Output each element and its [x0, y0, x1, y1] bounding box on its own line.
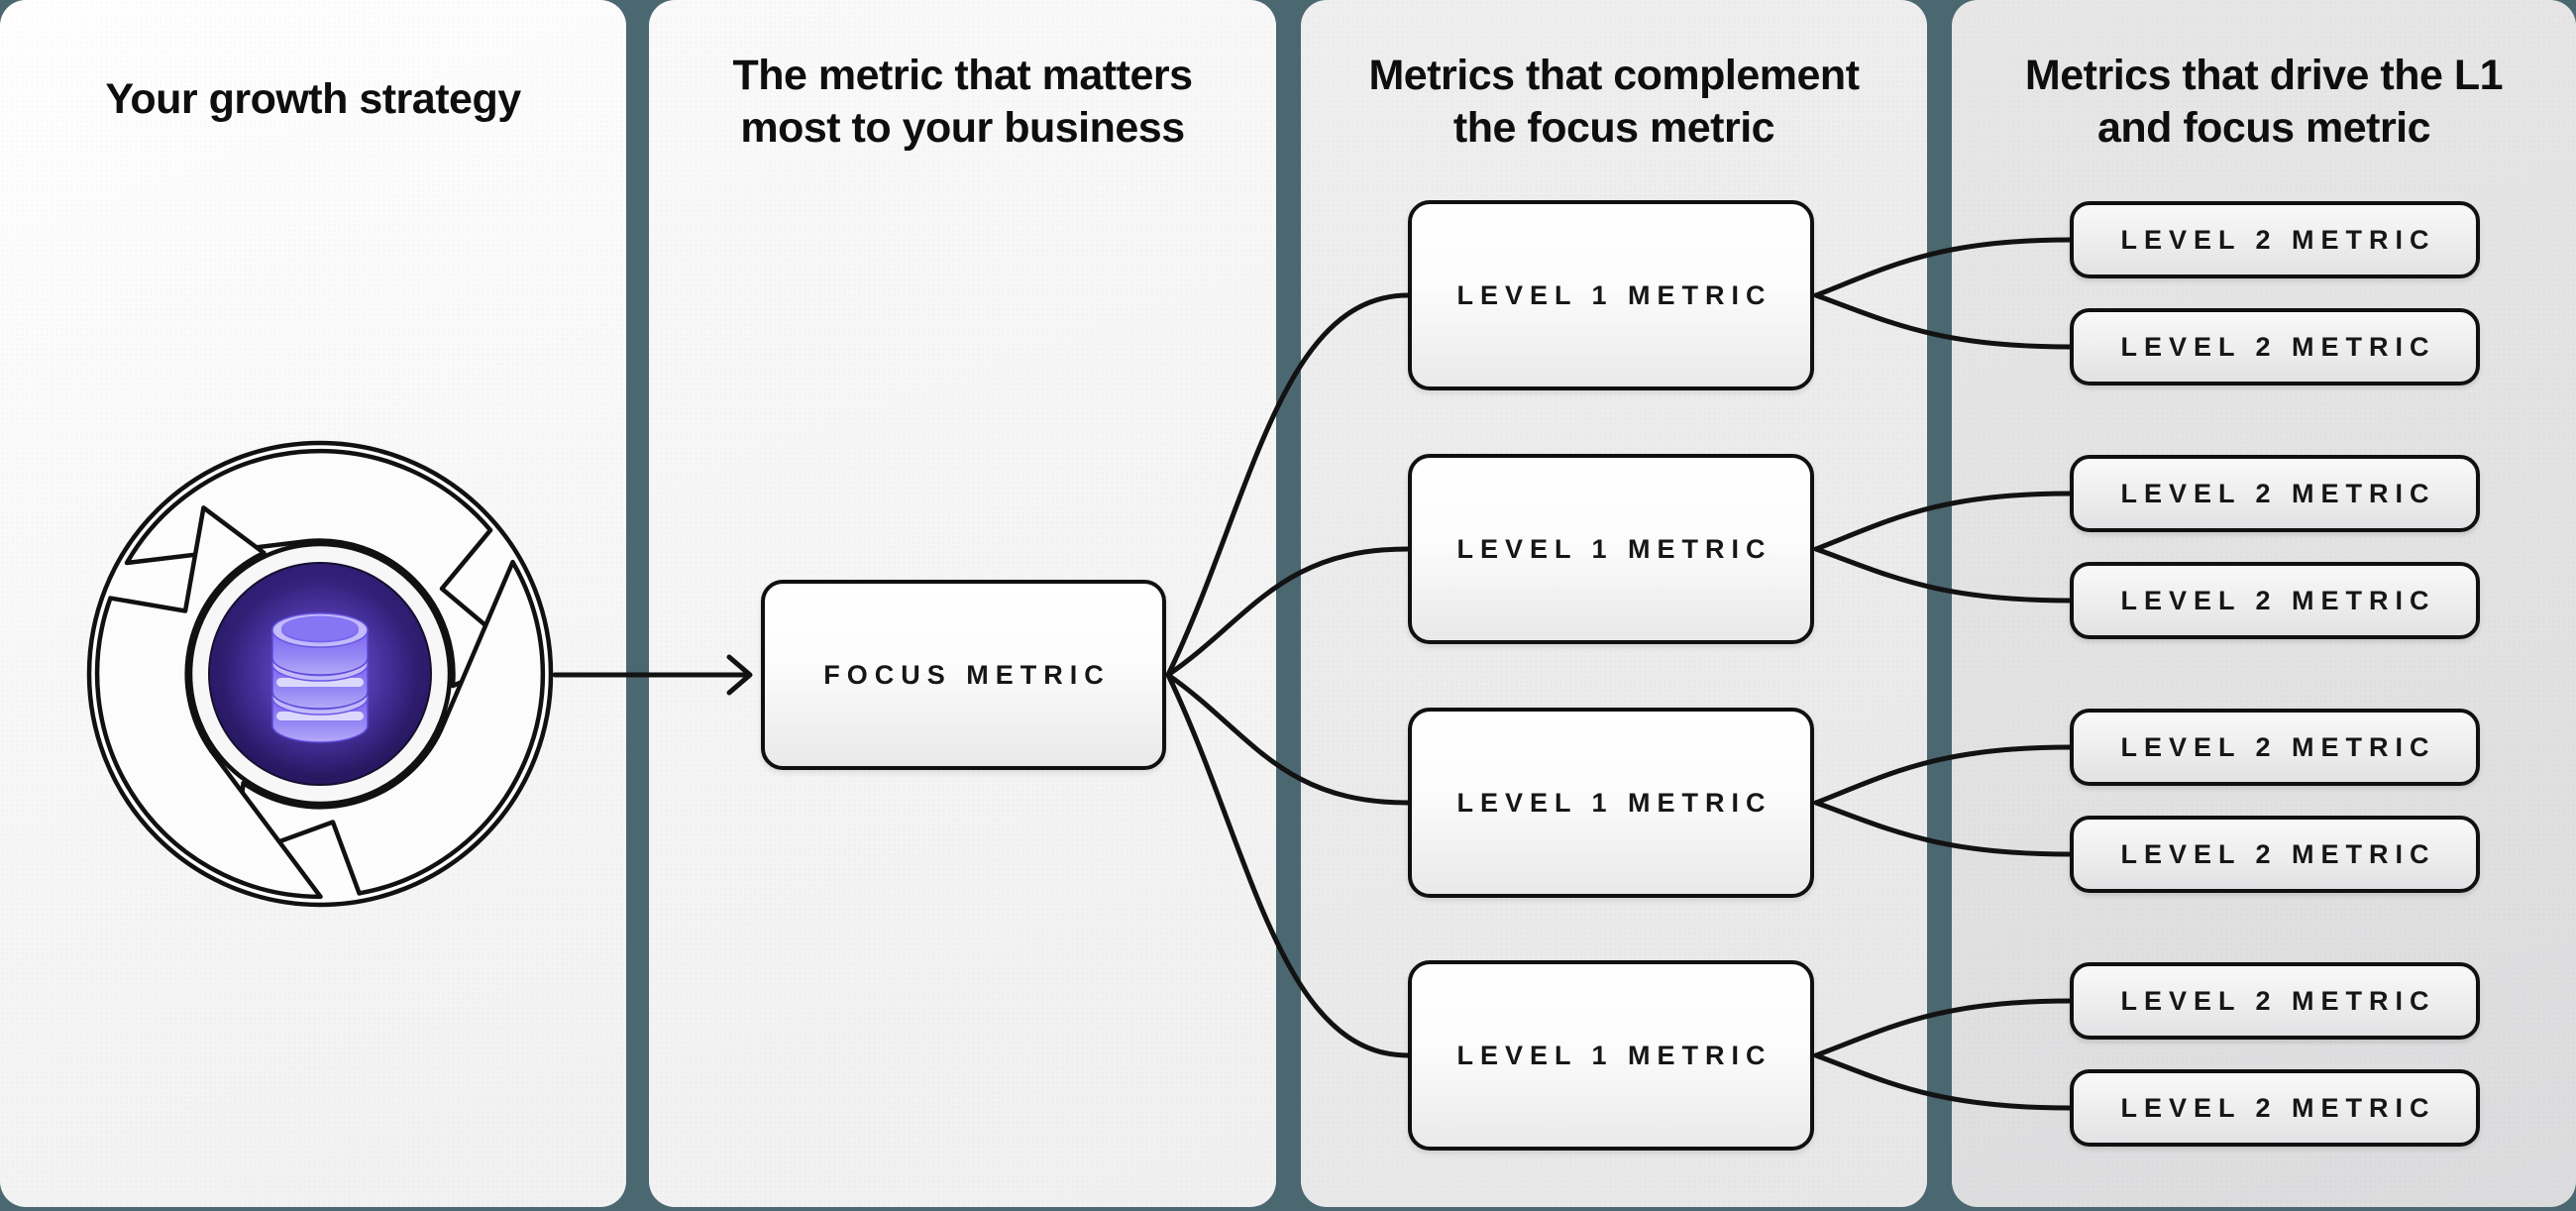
level1-metric-box: LEVEL 1 METRIC — [1408, 960, 1814, 1151]
flywheel-icon — [86, 440, 554, 908]
level1-metric-label: LEVEL 1 METRIC — [1456, 533, 1772, 564]
level2-metric-label: LEVEL 2 METRIC — [2120, 331, 2436, 362]
panel-title-line2: the focus metric — [1452, 104, 1775, 152]
level2-metric-label: LEVEL 2 METRIC — [2120, 1092, 2436, 1123]
level2-metric-box: LEVEL 2 METRIC — [2070, 1069, 2480, 1147]
panel-title-line1: Metrics that drive the L1 — [2024, 52, 2504, 99]
focus-metric-label: FOCUS METRIC — [823, 659, 1111, 690]
level2-metric-box: LEVEL 2 METRIC — [2070, 308, 2480, 385]
panel-title: Your growth strategy — [105, 75, 521, 123]
level1-metric-label: LEVEL 1 METRIC — [1456, 787, 1772, 818]
level2-metric-box: LEVEL 2 METRIC — [2070, 201, 2480, 278]
panel-title-line1: The metric that matters — [732, 52, 1193, 99]
level2-metric-label: LEVEL 2 METRIC — [2120, 985, 2436, 1016]
level2-metric-label: LEVEL 2 METRIC — [2120, 838, 2436, 869]
level2-metric-box: LEVEL 2 METRIC — [2070, 562, 2480, 639]
level1-metric-box: LEVEL 1 METRIC — [1408, 708, 1814, 898]
level2-metric-box: LEVEL 2 METRIC — [2070, 962, 2480, 1040]
panel-title-line2: and focus metric — [2096, 104, 2431, 152]
panel-title-line1: Metrics that complement — [1368, 52, 1860, 99]
panel-title: Metrics that complement the focus metric — [1301, 0, 1927, 155]
level2-metric-label: LEVEL 2 METRIC — [2120, 224, 2436, 255]
level1-metric-box: LEVEL 1 METRIC — [1408, 200, 1814, 390]
level2-metric-label: LEVEL 2 METRIC — [2120, 478, 2436, 508]
level2-metric-box: LEVEL 2 METRIC — [2070, 816, 2480, 893]
panel-title: The metric that matters most to your bus… — [649, 0, 1276, 155]
panel-title-line2: most to your business — [740, 104, 1185, 152]
level2-metric-box: LEVEL 2 METRIC — [2070, 709, 2480, 786]
level2-metric-box: LEVEL 2 METRIC — [2070, 455, 2480, 532]
focus-metric-box: FOCUS METRIC — [761, 580, 1166, 770]
level2-metric-label: LEVEL 2 METRIC — [2120, 585, 2436, 615]
level1-metric-box: LEVEL 1 METRIC — [1408, 454, 1814, 644]
database-icon — [223, 581, 417, 775]
level2-metric-label: LEVEL 2 METRIC — [2120, 731, 2436, 762]
flywheel-blades — [94, 448, 546, 900]
level1-metric-label: LEVEL 1 METRIC — [1456, 279, 1772, 310]
panel-title: Metrics that drive the L1 and focus metr… — [1952, 0, 2576, 155]
panel-growth-strategy: Your growth strategy — [0, 0, 626, 1207]
level1-metric-label: LEVEL 1 METRIC — [1456, 1040, 1772, 1070]
